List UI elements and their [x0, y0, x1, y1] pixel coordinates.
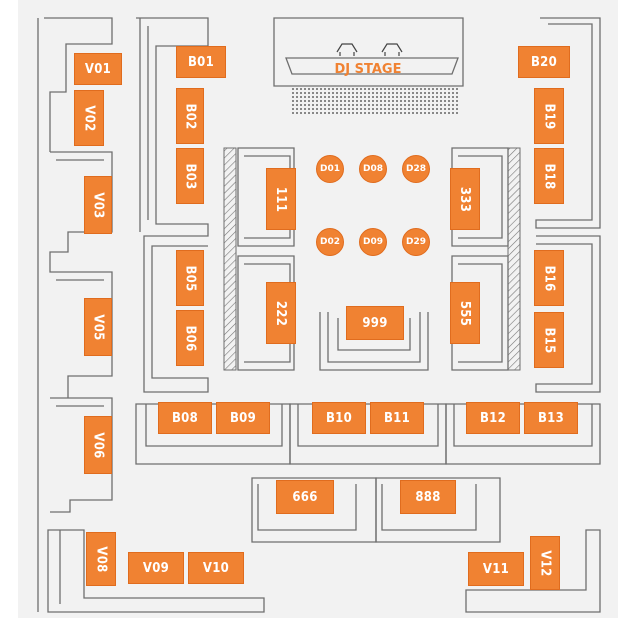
table-b11[interactable]: B11: [370, 402, 424, 434]
table-d08[interactable]: D08: [359, 155, 387, 183]
dj-stage-label: DJ STAGE: [334, 62, 402, 77]
table-d01[interactable]: D01: [316, 155, 344, 183]
stage-platform: [285, 57, 459, 75]
table-b06[interactable]: B06: [176, 310, 204, 366]
table-d28[interactable]: D28: [402, 155, 430, 183]
table-v01[interactable]: V01: [74, 53, 122, 85]
table-v11[interactable]: V11: [468, 552, 524, 586]
table-b12[interactable]: B12: [466, 402, 520, 434]
table-d02[interactable]: D02: [316, 228, 344, 256]
table-b09[interactable]: B09: [216, 402, 270, 434]
table-333[interactable]: 333: [450, 168, 480, 230]
table-v05[interactable]: V05: [84, 298, 112, 356]
table-b01[interactable]: B01: [176, 46, 226, 78]
table-111[interactable]: 111: [266, 168, 296, 230]
table-666[interactable]: 666: [276, 480, 334, 514]
table-b08[interactable]: B08: [158, 402, 212, 434]
table-v12[interactable]: V12: [530, 536, 560, 590]
table-d29[interactable]: D29: [402, 228, 430, 256]
table-b13[interactable]: B13: [524, 402, 578, 434]
table-999[interactable]: 999: [346, 306, 404, 340]
speaker-left: [336, 43, 358, 56]
table-b02[interactable]: B02: [176, 88, 204, 144]
table-b19[interactable]: B19: [534, 88, 564, 144]
table-v03[interactable]: V03: [84, 176, 112, 234]
table-888[interactable]: 888: [400, 480, 456, 514]
table-b16[interactable]: B16: [534, 250, 564, 306]
table-222[interactable]: 222: [266, 282, 296, 344]
speaker-right: [381, 43, 403, 56]
table-b10[interactable]: B10: [312, 402, 366, 434]
table-b05[interactable]: B05: [176, 250, 204, 306]
table-v08[interactable]: V08: [86, 532, 116, 586]
table-b15[interactable]: B15: [534, 312, 564, 368]
table-555[interactable]: 555: [450, 282, 480, 344]
table-v02[interactable]: V02: [74, 90, 104, 146]
table-b20[interactable]: B20: [518, 46, 570, 78]
table-d09[interactable]: D09: [359, 228, 387, 256]
table-v10[interactable]: V10: [188, 552, 244, 584]
table-v09[interactable]: V09: [128, 552, 184, 584]
stage-outline: [273, 17, 464, 87]
table-v06[interactable]: V06: [84, 416, 112, 474]
table-b03[interactable]: B03: [176, 148, 204, 204]
table-b18[interactable]: B18: [534, 148, 564, 204]
